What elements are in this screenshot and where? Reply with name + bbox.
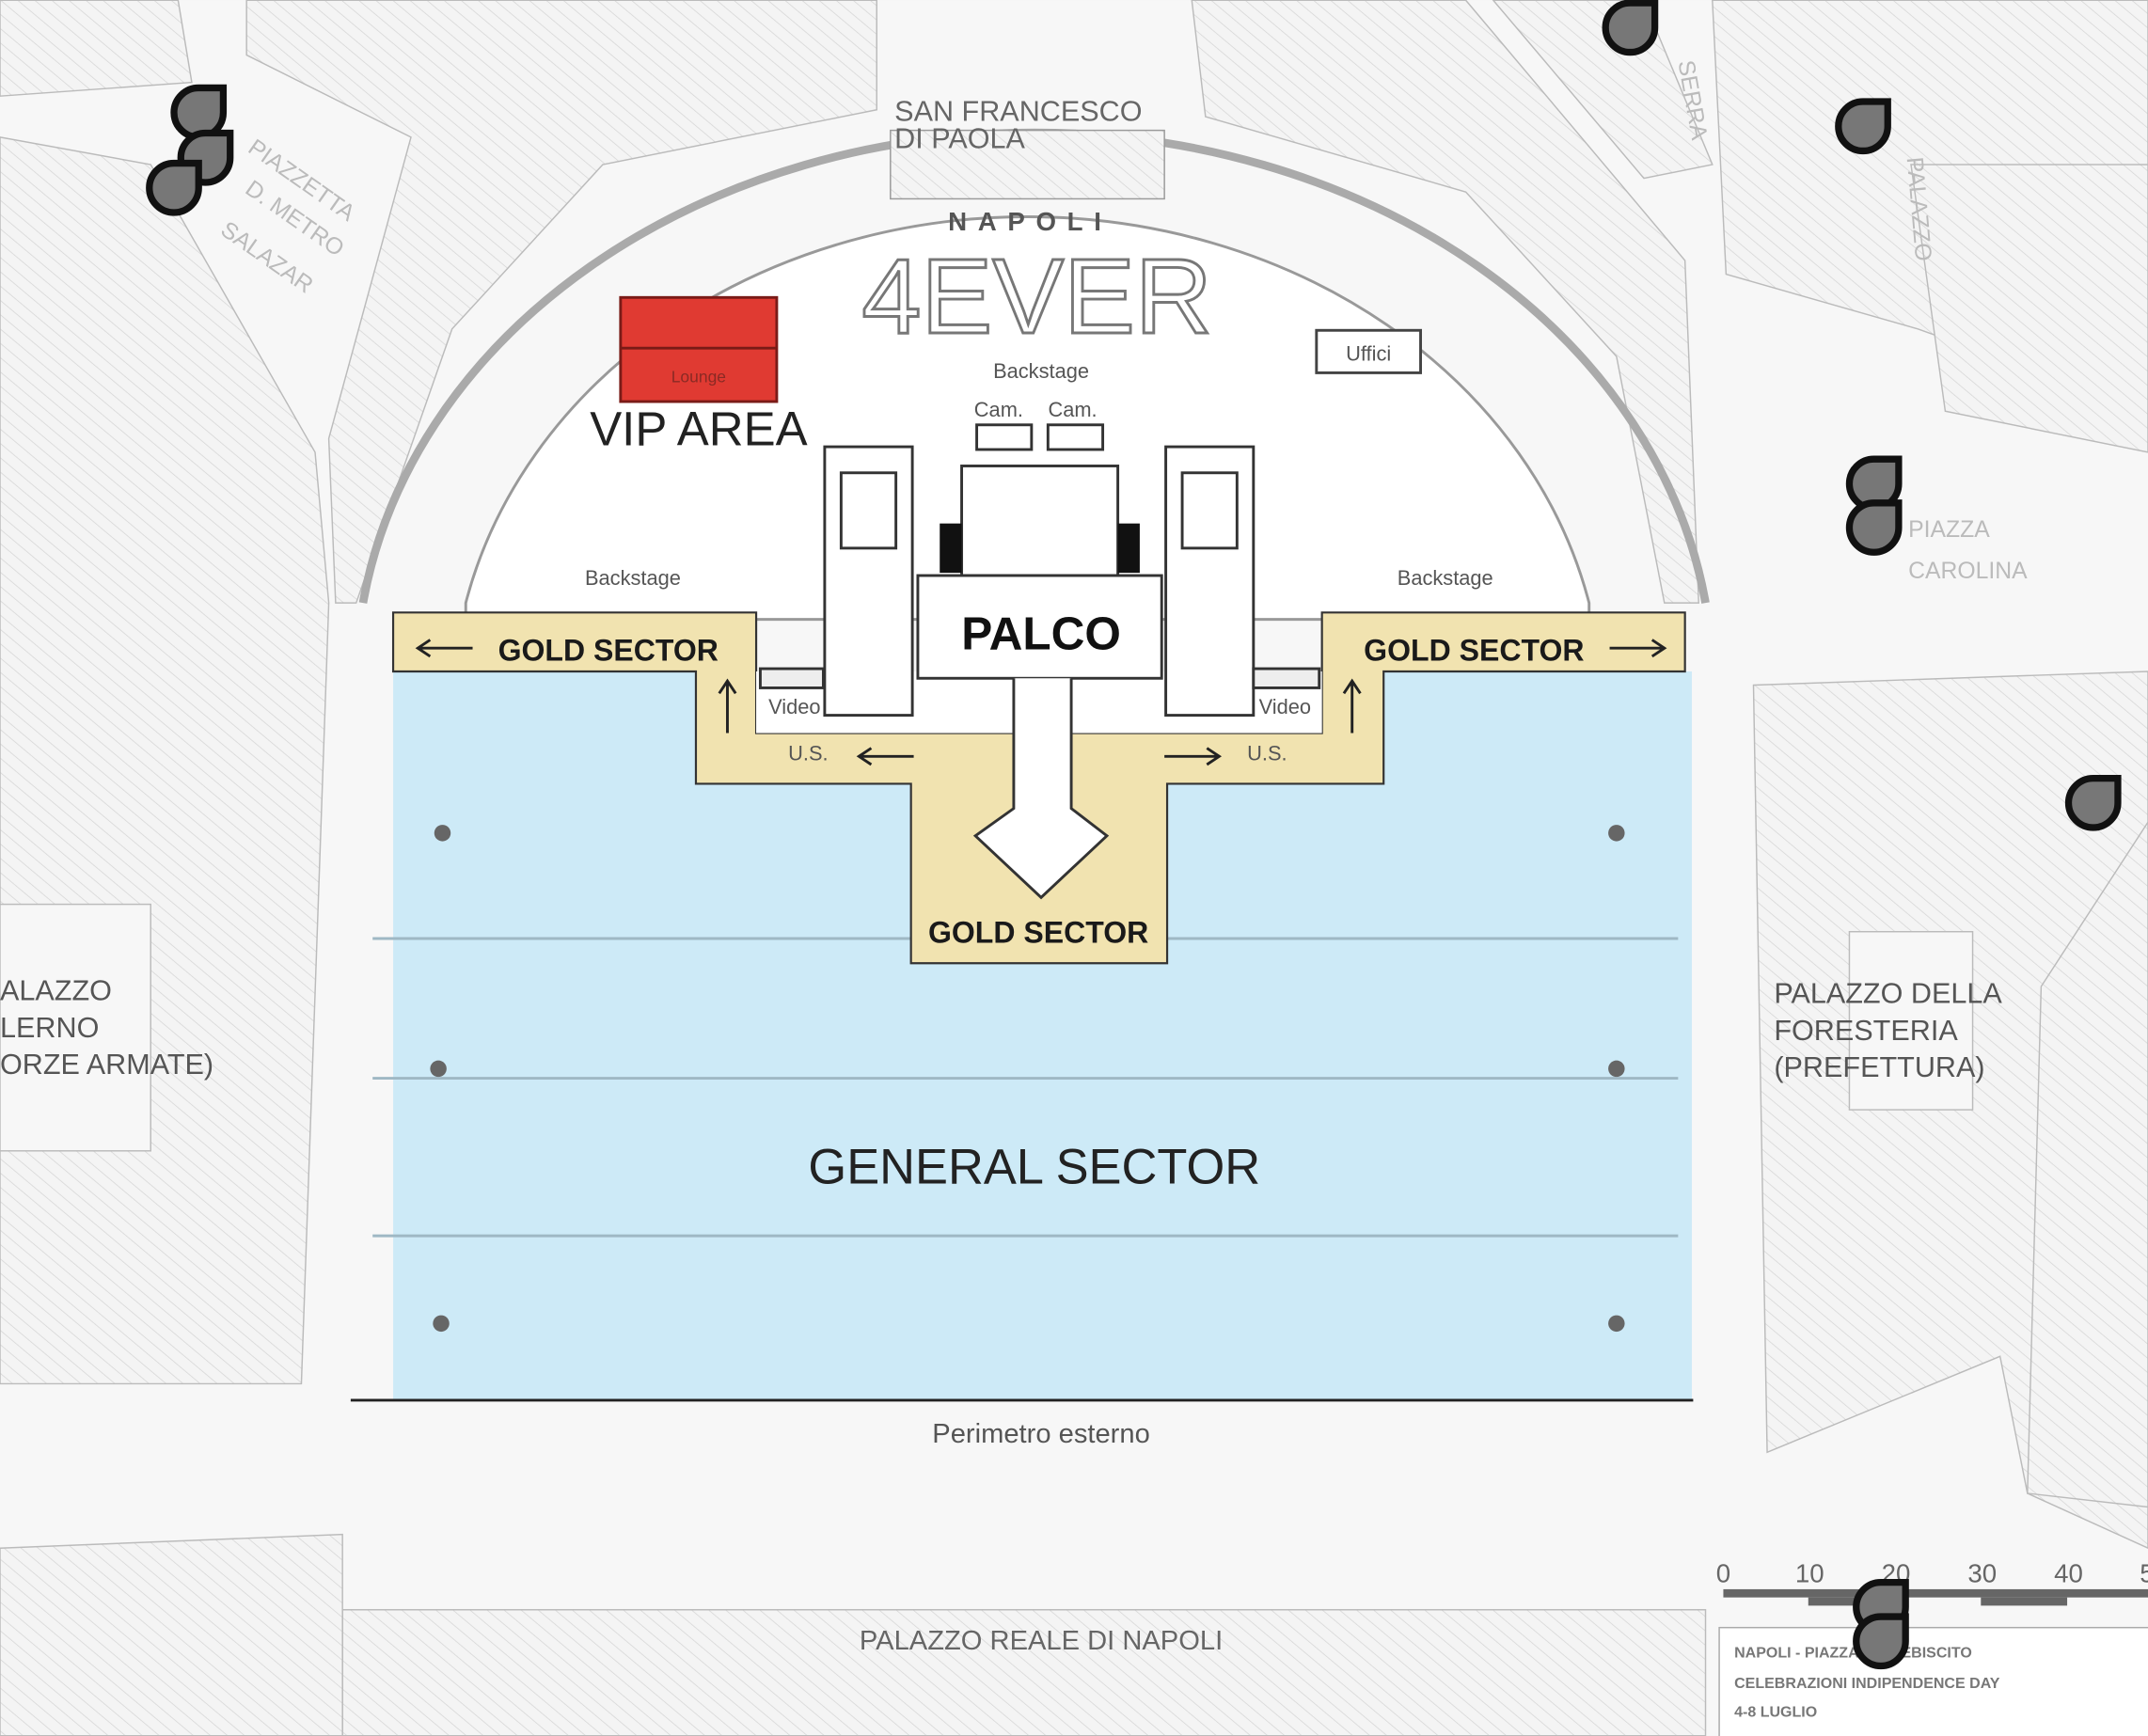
palco-stage — [916, 574, 1163, 680]
us-left-label: U.S. — [788, 742, 828, 765]
palco-label: PALCO — [961, 608, 1121, 660]
video-left-label: Video — [768, 695, 820, 718]
piazza-carolina-label-2: CAROLINA — [1908, 559, 2028, 584]
logo-4ever: 4EVER — [861, 237, 1212, 356]
video-right-label: Video — [1259, 695, 1311, 718]
camera-left — [975, 423, 1034, 451]
uffici-label: Uffici — [1346, 341, 1391, 365]
gold-sector-left-label: GOLD SECTOR — [498, 633, 719, 667]
backstage-left-label: Backstage — [585, 566, 681, 590]
scale-tick: 5 — [2140, 1559, 2148, 1588]
speaker-right — [1117, 523, 1140, 574]
info-line: CELEBRAZIONI INDIPENDENCE DAY — [1734, 1675, 2000, 1692]
vip-area-label: VIP AREA — [590, 402, 807, 456]
church-label-1: SAN FRANCESCO — [894, 95, 1142, 127]
truss-left — [758, 667, 825, 689]
map-pin-icon[interactable] — [1856, 1617, 1905, 1665]
map-pin-icon[interactable] — [1849, 503, 1898, 552]
foresteria-label-1: PALAZZO DELLA — [1774, 977, 2002, 1009]
palazzo-salerno-label-1: ALAZZO — [0, 975, 112, 1007]
map-pin-icon[interactable] — [2069, 779, 2118, 828]
camera-right — [1046, 423, 1105, 451]
backstage-right-label: Backstage — [1398, 566, 1493, 590]
scale-tick: 0 — [1716, 1559, 1730, 1588]
foresteria-label-2: FORESTERIA — [1774, 1015, 1958, 1047]
cam-left-label: Cam. — [974, 398, 1023, 421]
scale-tick: 10 — [1795, 1559, 1824, 1588]
screen-left — [839, 471, 898, 550]
gold-sector-center-label: GOLD SECTOR — [928, 915, 1148, 949]
map-pin-icon[interactable] — [1605, 3, 1654, 52]
scale-tick: 40 — [2054, 1559, 2083, 1588]
lounge-label: Lounge — [671, 368, 726, 387]
scale-bar: 0 10 20 30 40 5 — [1716, 1559, 2148, 1606]
gold-sector-right-label: GOLD SECTOR — [1364, 633, 1584, 667]
info-line: 4-8 LUGLIO — [1734, 1703, 1817, 1720]
backstage-center-label: Backstage — [993, 359, 1089, 383]
truss-right — [1252, 667, 1321, 689]
foresteria-courtyard — [1848, 931, 1974, 1111]
map-pin-icon[interactable] — [1839, 102, 1887, 150]
info-box: NAPOLI - PIAZZA D. PLEBISCITO CELEBRAZIO… — [1718, 1626, 2148, 1736]
palazzo-salerno-label-3: ORZE ARMATE) — [0, 1049, 213, 1081]
cam-right-label: Cam. — [1048, 398, 1097, 421]
palazzo-salerno-label-2: LERNO — [0, 1012, 99, 1044]
foresteria-label-3: (PREFETTURA) — [1774, 1051, 1984, 1083]
general-sector-label: GENERAL SECTOR — [808, 1141, 1260, 1195]
logo-napoli: NAPOLI — [948, 207, 1112, 236]
speaker-left — [940, 523, 962, 574]
church-steps — [890, 129, 1165, 200]
runway — [972, 678, 1110, 900]
perimetro-label: Perimetro esterno — [932, 1419, 1149, 1449]
palazzo-salerno-courtyard — [0, 903, 151, 1152]
flow-arrows — [415, 639, 1667, 766]
palazzo-reale-label: PALAZZO REALE DI NAPOLI — [860, 1626, 1223, 1656]
us-right-label: U.S. — [1247, 742, 1287, 765]
light-towers — [430, 825, 1625, 1333]
map-pin-icon[interactable] — [150, 164, 198, 213]
stage-back — [960, 465, 1120, 577]
uffici-box — [1315, 328, 1422, 374]
screen-right — [1180, 471, 1239, 550]
church-label-2: DI PAOLA — [894, 123, 1025, 155]
scale-tick: 30 — [1967, 1559, 1997, 1588]
piazza-carolina-label-1: PIAZZA — [1908, 517, 1990, 543]
info-line: NAPOLI - PIAZZA D. PLEBISCITO — [1734, 1645, 1972, 1662]
